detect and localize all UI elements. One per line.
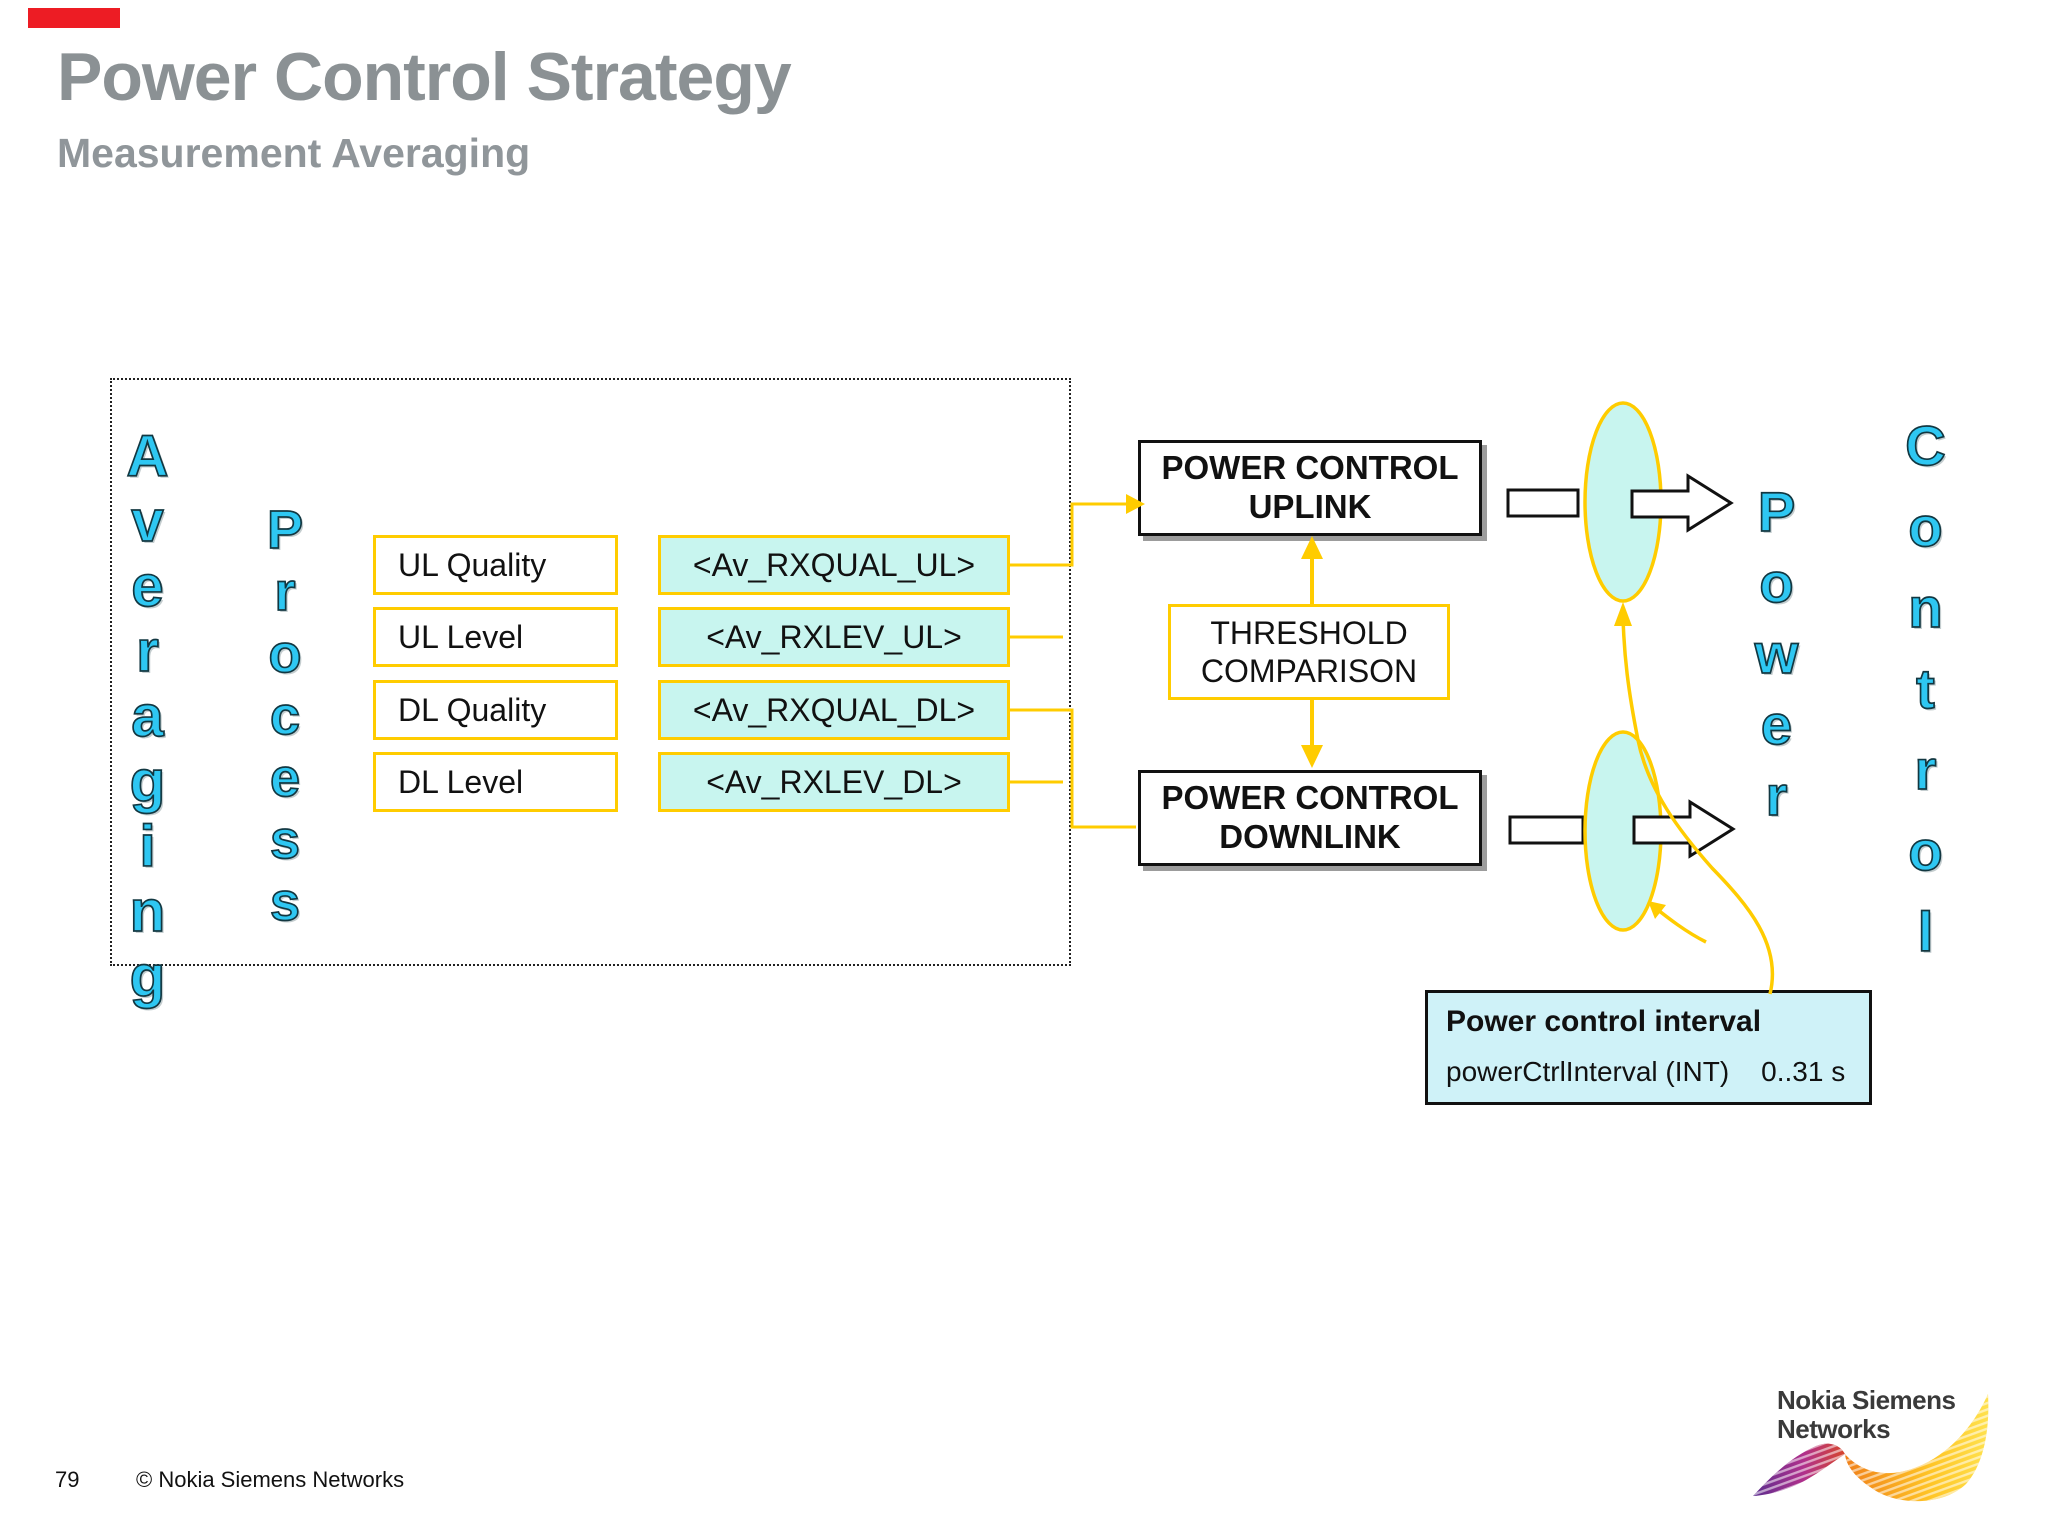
interval-range: 0..31 s [1761,1056,1846,1087]
block-arrow-downlink [1632,799,1736,859]
slide-title: Power Control Strategy [57,39,792,115]
wordart-control: Control [1893,413,1958,982]
label-dl-level: DL Level [373,752,618,812]
averaging-process-region [110,378,1071,966]
wordart-process: Process [254,499,316,935]
interval-title: Power control interval [1446,1005,1762,1038]
nsn-logo-text: Nokia Siemens Networks [1777,1385,1956,1444]
power-control-uplink-box: POWER CONTROL UPLINK [1138,440,1482,536]
interval-param: powerCtrlInterval (INT) [1446,1056,1730,1087]
value-av-rxlev-dl: <Av_RXLEV_DL> [658,752,1010,812]
slide-subtitle: Measurement Averaging [57,130,531,176]
downlink-arrow-tail [1508,815,1585,845]
nsn-logo-line1: Nokia Siemens [1777,1385,1956,1415]
swoosh-left-lobe [1753,1443,1845,1496]
swoosh-right-lobe [1845,1394,1989,1502]
threshold-up-arrowhead [1301,536,1323,559]
threshold-down-arrowhead [1301,745,1323,768]
filter-ellipse-downlink [1583,730,1663,932]
red-accent-bar [28,8,120,28]
uplink-arrow-tail [1506,488,1580,518]
page-number: 79 [55,1467,80,1492]
interval-branch-arrowhead [1648,901,1666,919]
interval-curve-branch [1651,904,1707,944]
interval-curve-up-arrowhead [1614,602,1632,626]
value-av-rxqual-dl: <Av_RXQUAL_DL> [658,680,1010,740]
value-av-rxqual-ul: <Av_RXQUAL_UL> [658,535,1010,595]
threshold-comparison-box: THRESHOLD COMPARISON [1168,604,1450,700]
label-ul-level: UL Level [373,607,618,667]
wordart-power: Power [1744,479,1809,836]
interval-param-row: powerCtrlInterval (INT) 0..31 s [1446,1056,1859,1088]
filter-ellipse-uplink [1583,401,1663,603]
nsn-swoosh-logo [1753,1394,1989,1502]
copyright-text: © Nokia Siemens Networks [136,1467,405,1492]
label-dl-quality: DL Quality [373,680,618,740]
block-arrow-uplink [1630,473,1734,533]
interval-info-box: Power control interval powerCtrlInterval… [1425,990,1872,1105]
label-ul-quality: UL Quality [373,535,618,595]
value-av-rxlev-ul: <Av_RXLEV_UL> [658,607,1010,667]
wordart-averaging: Averaging [114,423,181,1010]
nsn-logo-line2: Networks [1777,1413,1891,1444]
power-control-downlink-box: POWER CONTROL DOWNLINK [1138,770,1482,866]
